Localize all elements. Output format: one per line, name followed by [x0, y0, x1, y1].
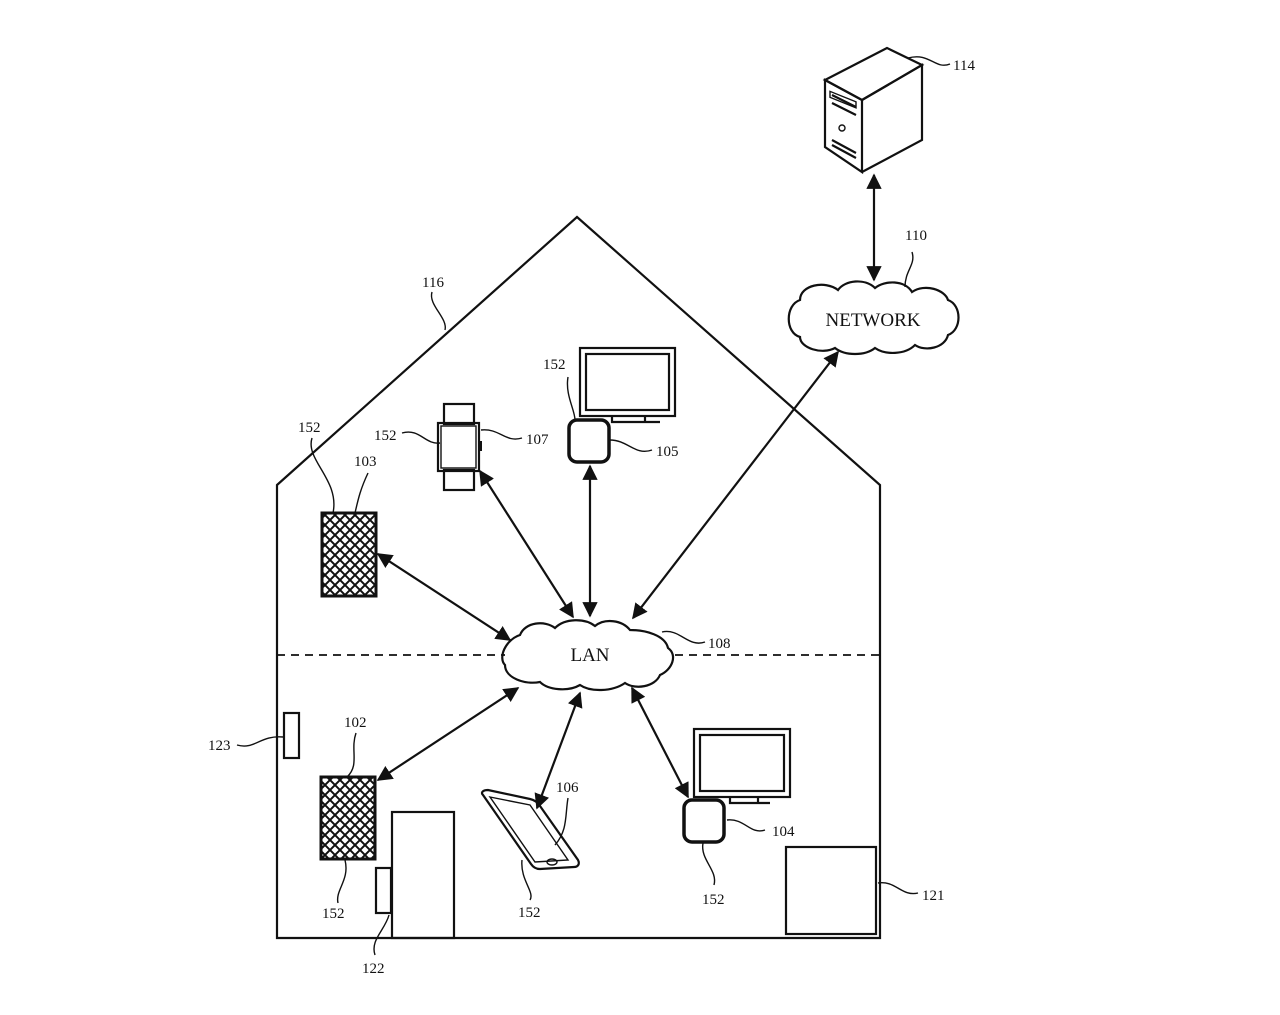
sensor-123-icon [282, 711, 301, 760]
label-114: 114 [953, 58, 975, 74]
label-103: 103 [354, 454, 377, 470]
label-123: 123 [208, 738, 231, 754]
network-cloud: NETWORK [787, 280, 960, 356]
label-110: 110 [905, 228, 927, 244]
leader-114 [907, 56, 951, 66]
arrow-speaker102-lan [376, 687, 520, 781]
label-107: 107 [526, 432, 549, 448]
leader-121 [877, 882, 919, 895]
speaker-102-icon [319, 775, 377, 861]
leader-102 [346, 732, 357, 778]
lan-cloud: LAN [501, 619, 675, 692]
arrow-phone-lan [534, 691, 583, 810]
label-152-phone: 152 [518, 905, 541, 921]
label-152-speaker-lower: 152 [322, 906, 345, 922]
leader-152-103 [310, 437, 335, 514]
streaming-box-105-icon [567, 418, 611, 464]
sensor-122-icon [374, 866, 393, 915]
leader-116 [430, 291, 446, 331]
leader-107 [480, 429, 523, 440]
leader-152-box105 [566, 376, 576, 421]
leader-104 [726, 819, 766, 832]
leader-152-phone [521, 859, 532, 901]
leader-110 [904, 251, 914, 288]
label-121: 121 [922, 888, 945, 904]
arrow-speaker103-lan [376, 553, 512, 641]
label-104: 104 [772, 824, 795, 840]
label-106: 106 [556, 780, 579, 796]
tv-105-icon [567, 346, 677, 464]
door-icon [390, 810, 456, 940]
phone-106-icon [480, 788, 580, 871]
label-116: 116 [422, 275, 444, 291]
arrow-watch-lan [479, 469, 574, 619]
speaker-103-icon [320, 511, 378, 598]
leader-152-watch [401, 431, 441, 444]
leader-103 [354, 472, 369, 514]
leader-122 [373, 914, 390, 956]
network-label: NETWORK [826, 310, 921, 331]
server-icon [822, 46, 925, 175]
watch-107-icon [436, 402, 482, 492]
label-152-box105: 152 [543, 357, 566, 373]
label-102: 102 [344, 715, 367, 731]
label-152-watch: 152 [374, 428, 397, 444]
leader-152-box104 [702, 842, 716, 886]
lan-label: LAN [570, 645, 609, 666]
streaming-box-104-icon [682, 798, 726, 844]
arrow-network-lan [632, 350, 839, 620]
label-108: 108 [708, 636, 731, 652]
leader-152-speaker-lower [336, 859, 347, 904]
house-outline [275, 215, 882, 940]
label-152-speaker-upper: 152 [298, 420, 321, 436]
leader-105 [609, 439, 653, 452]
label-122: 122 [362, 961, 385, 977]
arrow-box104-lan [631, 686, 689, 799]
leader-123 [236, 736, 284, 747]
appliance-121-icon [784, 845, 878, 936]
tv-104-icon [682, 727, 792, 844]
label-152-box104: 152 [702, 892, 725, 908]
label-105: 105 [656, 444, 679, 460]
leader-108 [661, 630, 706, 644]
